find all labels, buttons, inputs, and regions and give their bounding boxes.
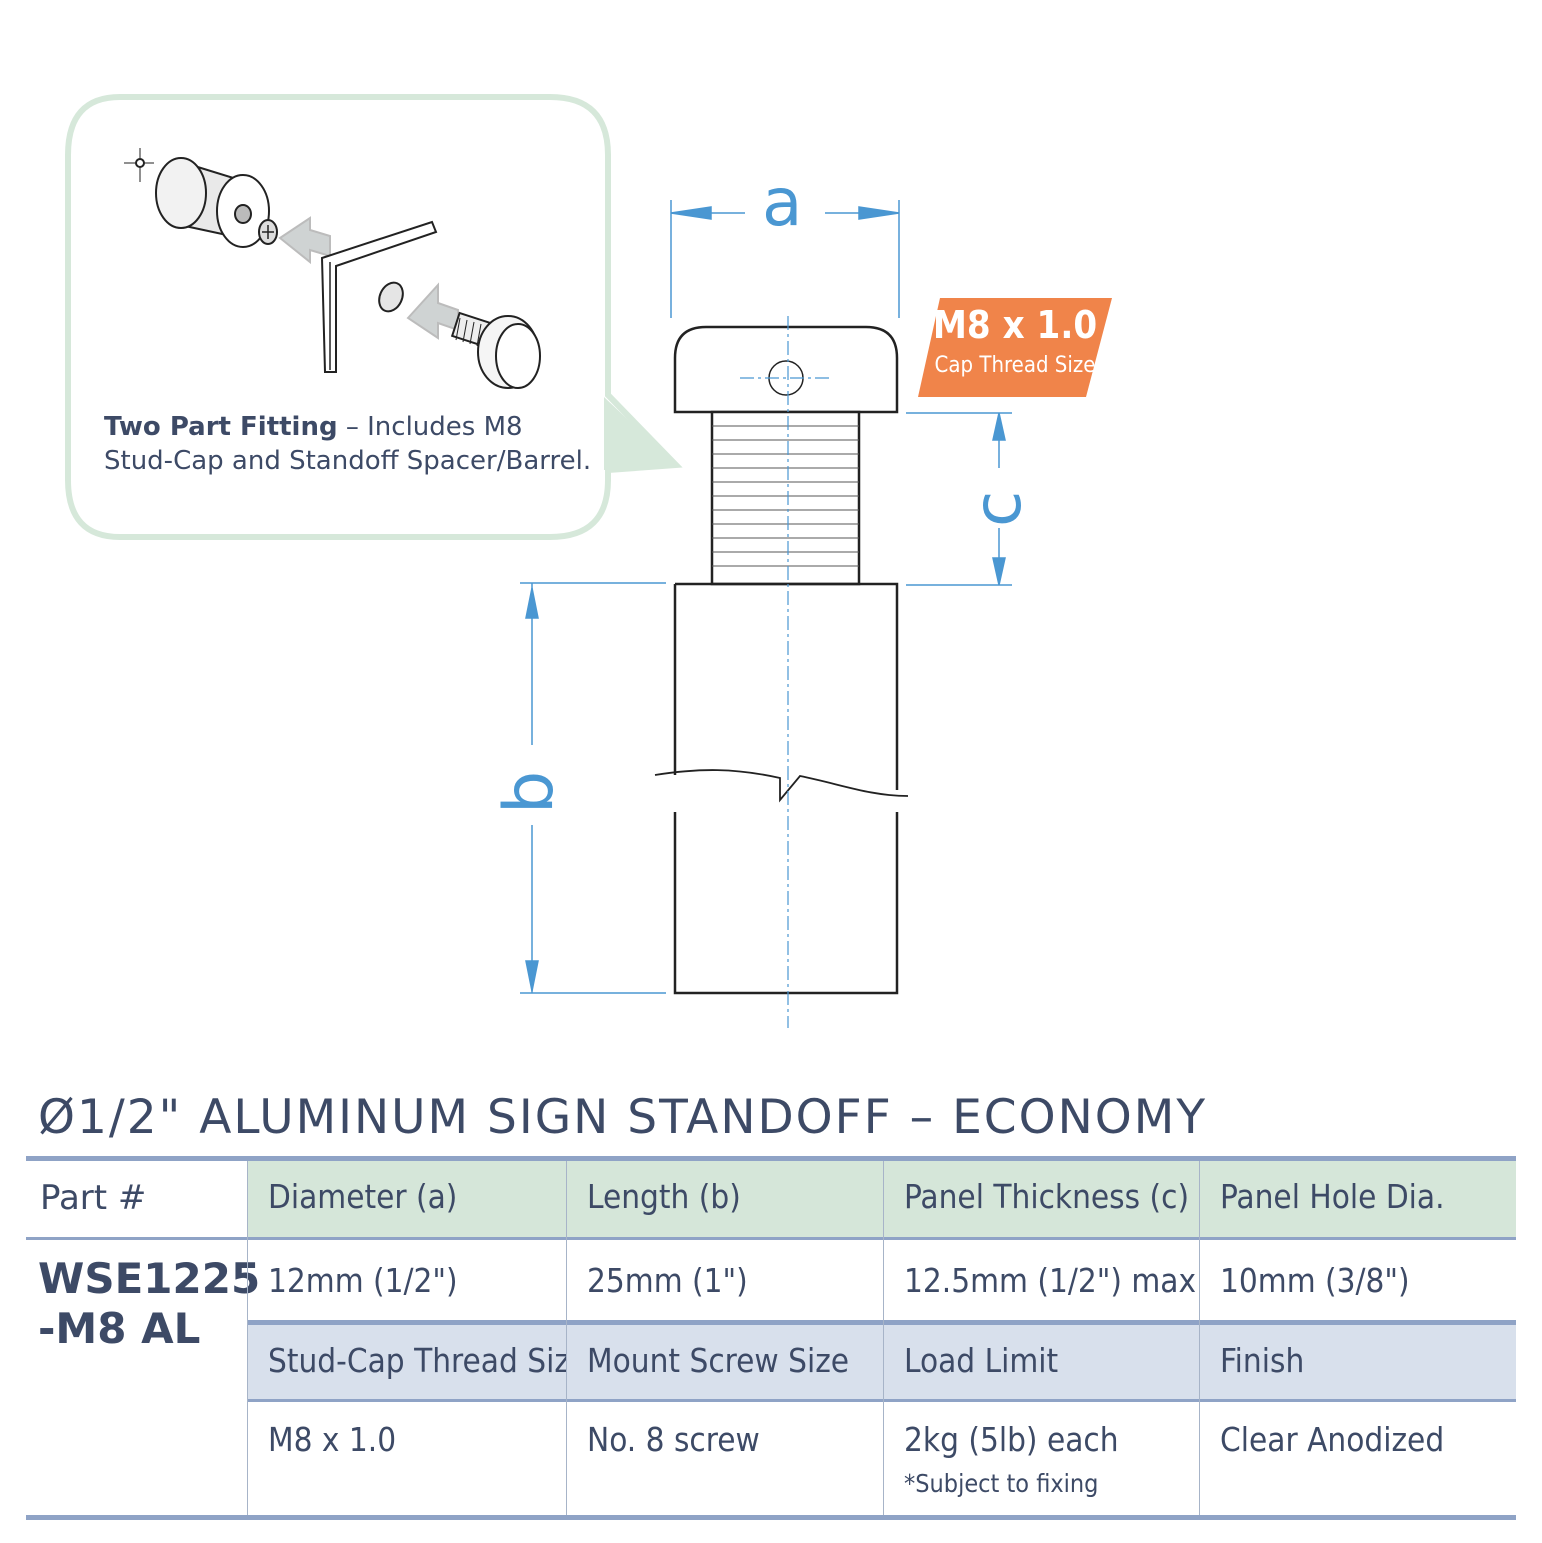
table-rule-3 [248,1399,1516,1402]
product-title: Ø1/2" ALUMINUM SIGN STANDOFF – ECONOMY [38,1090,1208,1145]
value-load-limit: 2kg (5lb) each [904,1420,1119,1459]
value-panel-thickness: 12.5mm (1/2") max [904,1261,1197,1300]
value-stud-cap-thread: M8 x 1.0 [268,1420,397,1459]
value-finish: Clear Anodized [1220,1420,1445,1459]
value-mount-screw: No. 8 screw [587,1420,760,1459]
col-divider-3 [883,1161,884,1515]
header-panel-hole: Panel Hole Dia. [1200,1161,1516,1237]
fitting-note-separator: – [337,412,368,442]
header-diameter: Diameter (a) [248,1161,567,1237]
table-rule-2 [248,1320,1516,1325]
header-panel-thickness: Panel Thickness (c) [884,1161,1200,1237]
exploded-view-illustration [124,148,541,389]
dimension-label-b: b [490,770,569,814]
fitting-note-line1: Includes M8 [367,412,523,442]
badge-caption: Cap Thread Size [934,353,1096,378]
table-bottom-rule [26,1515,1516,1520]
dimension-label-c: c [959,490,1036,527]
fitting-note-line2: Stud-Cap and Standoff Spacer/Barrel. [104,446,592,476]
value-load-limit-cell: 2kg (5lb) each *Subject to fixing [884,1402,1200,1515]
table-rule-1 [26,1237,1516,1240]
col-divider-1 [247,1161,248,1515]
fitting-note: Two Part Fitting – Includes M8 Stud-Cap … [104,410,591,478]
part-number-line2: -M8 AL [38,1304,201,1353]
header-stud-cap-thread: Stud-Cap Thread Size [248,1325,588,1399]
cap-thread-badge: M8 x 1.0 Cap Thread Size [918,297,1112,397]
part-label: Part # [40,1178,147,1218]
dimension-label-a: a [762,164,803,241]
header-load-limit: Load Limit [884,1325,1200,1399]
cap-thread-badge-shape [918,298,1112,397]
fitting-note-title: Two Part Fitting [104,412,338,442]
col-divider-4 [1199,1161,1200,1515]
header-finish: Finish [1200,1325,1516,1399]
part-number: WSE1225 -M8 AL [38,1254,260,1354]
value-panel-hole: 10mm (3/8") [1220,1261,1410,1300]
table-top-rule [26,1156,1516,1161]
col-divider-2 [566,1161,567,1515]
standoff-drawing [654,316,909,1028]
part-number-line1: WSE1225 [38,1254,261,1303]
header-length: Length (b) [567,1161,884,1237]
value-length: 25mm (1") [587,1261,748,1300]
dimension-lines [520,200,1012,994]
load-limit-note: *Subject to fixing [904,1469,1099,1498]
badge-thread-size: M8 x 1.0 [932,303,1098,347]
value-diameter: 12mm (1/2") [268,1261,458,1300]
header-mount-screw: Mount Screw Size [567,1325,884,1399]
